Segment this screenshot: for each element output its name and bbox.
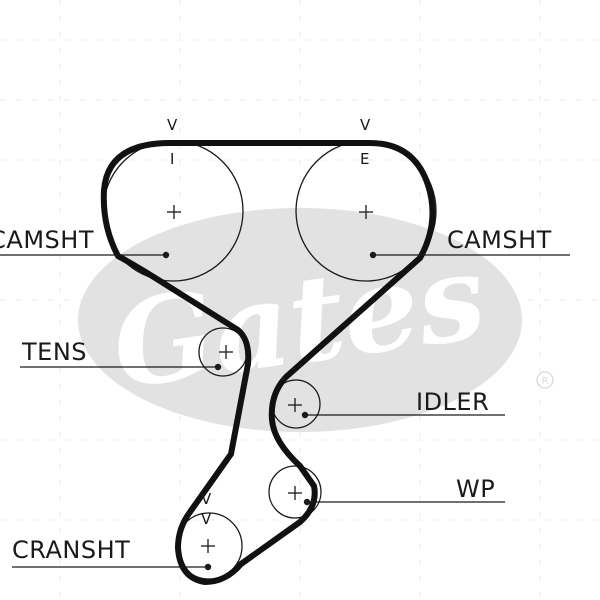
watermark-registered-letter: R — [542, 376, 549, 387]
idler-label: IDLER — [416, 388, 490, 416]
camshaft-left-label: CAMSHT — [0, 226, 94, 254]
intake-letter-mark: I — [170, 150, 175, 168]
water-pump-label: WP — [456, 475, 496, 503]
tensioner-label: TENS — [22, 338, 88, 366]
camshaft-right-label: CAMSHT — [447, 226, 552, 254]
water-pump-pulley — [268, 465, 322, 519]
intake-arrow-mark: V — [167, 116, 178, 134]
timing-belt — [100, 140, 436, 585]
exhaust-arrow-mark: V — [360, 116, 371, 134]
crankshaft-label: CRANSHT — [12, 536, 131, 564]
crank-arrow-mark: V — [201, 490, 212, 508]
exhaust-letter-mark: E — [360, 150, 370, 168]
crank-arrow-mark-2: V — [201, 510, 212, 528]
watermark-registered-circle — [536, 371, 554, 389]
